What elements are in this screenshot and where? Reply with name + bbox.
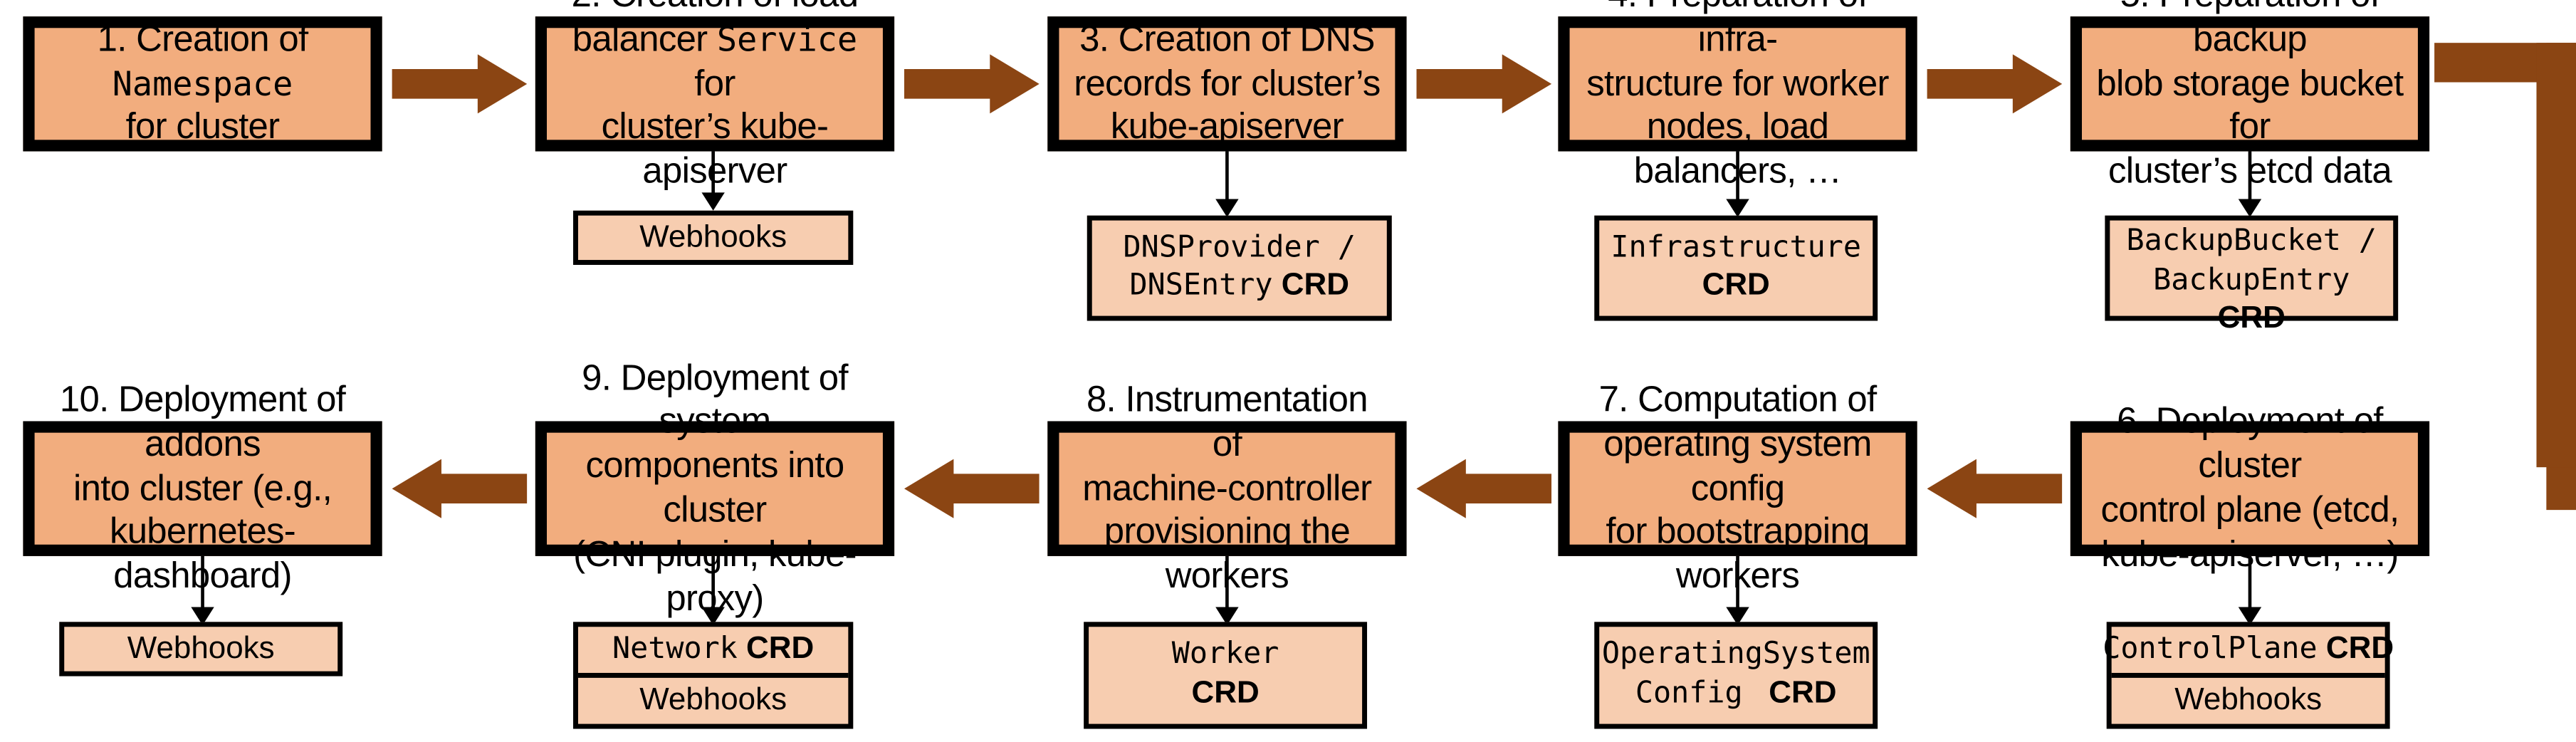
backup-crd-line-1: BackupBucket / — [2126, 224, 2377, 258]
attach-cell-worker-crd: Worker CRD — [1089, 627, 1362, 723]
dns-crd-line-2: DNSEntry — [1129, 268, 1273, 304]
backup-crd-line-2: BackupEntry — [2153, 262, 2350, 298]
step-2-line-2-pre: balancer — [572, 17, 717, 59]
flow-arrow-5-to-6-wrap — [2434, 43, 2576, 511]
step-6-line-2: control plane (etcd, — [2100, 488, 2399, 530]
step-10-line-2: into cluster (e.g., — [73, 466, 333, 508]
flow-arrow-7-to-8 — [1416, 459, 1552, 518]
attach-cell-osc-crd: OperatingSystem Config CRD — [1599, 627, 1873, 723]
flow-arrow-3-to-4 — [1416, 54, 1552, 114]
step-4-line-1: 4. Preparation of infra- — [1608, 0, 1868, 59]
attach-cell-dns-crd: DNSProvider / DNSEntry CRD — [1092, 221, 1387, 316]
flow-arrow-2-to-3 — [904, 54, 1040, 114]
webhooks-label: Webhooks — [639, 220, 787, 256]
step-6-line-1: 6. Deployment of cluster — [2117, 400, 2383, 486]
step-7-line-2: operating system config — [1603, 422, 1872, 508]
step-1-line-3: for cluster — [125, 105, 281, 147]
step-8-line-1: 8. Instrumentation of — [1086, 378, 1368, 464]
step-3-line-3: kube-apiserver — [1110, 105, 1344, 147]
infra-crd-suffix: CRD — [1702, 268, 1770, 304]
attach-box-step2-webhooks[interactable]: Webhooks — [573, 210, 854, 265]
webhooks-label-9: Webhooks — [639, 683, 787, 718]
connector-step8-to-worker-crd — [1225, 555, 1229, 611]
step-2-line-2-post: for — [694, 61, 735, 103]
attach-box-step7-osc-crd[interactable]: OperatingSystem Config CRD — [1594, 622, 1878, 729]
attach-cell-webhooks-9: Webhooks — [577, 672, 849, 724]
infra-crd-line-1: Infrastructure — [1611, 230, 1861, 265]
step-box-9[interactable]: 9. Deployment of system components into … — [535, 356, 895, 618]
step-4-line-2: structure for worker — [1586, 61, 1889, 103]
step-box-5[interactable]: 5. Preparation of backup blob storage bu… — [2070, 0, 2430, 192]
step-box-7[interactable]: 7. Computation of operating system confi… — [1558, 378, 1917, 596]
osc-crd-suffix: CRD — [1769, 676, 1837, 711]
step-box-3[interactable]: 3. Creation of DNS records for cluster’s… — [1047, 16, 1407, 152]
attach-box-step8-worker-crd[interactable]: Worker CRD — [1084, 622, 1368, 729]
attach-cell-webhooks-10: Webhooks — [64, 627, 337, 672]
step-2-line-2-mono: Service — [716, 19, 858, 59]
connector-arrowhead-step5 — [2238, 199, 2262, 217]
dns-crd-suffix: CRD — [1281, 268, 1349, 304]
step-box-4[interactable]: 4. Preparation of infra- structure for w… — [1558, 0, 1917, 192]
connector-step5-to-backup-crd — [2248, 151, 2252, 203]
connector-arrowhead-step2 — [701, 192, 725, 211]
connector-step3-to-dns-crd — [1225, 151, 1229, 203]
connector-step7-to-osc-crd — [1736, 555, 1739, 611]
connector-step9-to-network-crd — [711, 555, 715, 611]
step-5-line-1: 5. Preparation of backup — [2120, 0, 2380, 59]
webhooks-label-6: Webhooks — [2174, 683, 2323, 718]
step-box-2[interactable]: 2. Creation of load balancer Service for… — [535, 0, 895, 192]
connector-arrowhead-step3 — [1215, 199, 1239, 217]
step-2-line-3: cluster’s kube-apiserver — [601, 105, 829, 192]
backup-crd-suffix: CRD — [2217, 301, 2286, 337]
network-crd-suffix: CRD — [746, 632, 815, 667]
step-9-line-2: components into cluster — [585, 444, 844, 530]
network-crd-label: Network — [612, 631, 738, 667]
attach-cell-backup-crd: BackupBucket / BackupEntry CRD — [2110, 221, 2393, 343]
step-box-1[interactable]: 1. Creation of Namespace for cluster — [23, 16, 382, 152]
connector-step6-to-controlplane-crd — [2248, 555, 2252, 611]
flow-arrow-9-to-10 — [392, 459, 528, 518]
step-3-line-2: records for cluster’s — [1074, 61, 1381, 103]
step-8-line-2: machine-controller — [1082, 466, 1372, 508]
attach-box-step5-backup-crd[interactable]: BackupBucket / BackupEntry CRD — [2105, 215, 2399, 336]
connector-step2-to-webhooks — [711, 151, 715, 196]
step-2-line-1: 2. Creation of load — [572, 0, 859, 15]
step-3-line-1: 3. Creation of DNS — [1079, 17, 1375, 59]
flow-arrow-8-to-9 — [904, 459, 1040, 518]
attach-box-step9-network[interactable]: Network CRD Webhooks — [573, 622, 854, 729]
connector-arrowhead-step4 — [1726, 199, 1749, 217]
flow-arrow-1-to-2 — [392, 54, 528, 114]
step-10-line-1: 10. Deployment of addons — [59, 378, 346, 464]
step-box-8[interactable]: 8. Instrumentation of machine-controller… — [1047, 378, 1407, 596]
worker-crd-suffix: CRD — [1191, 676, 1260, 711]
attach-box-step4-infra-crd[interactable]: Infrastructure CRD — [1594, 215, 1878, 321]
worker-crd-label: Worker — [1171, 637, 1279, 672]
step-7-line-1: 7. Computation of — [1598, 378, 1878, 420]
attach-box-step10-webhooks[interactable]: Webhooks — [59, 622, 343, 676]
attach-cell-webhooks: Webhooks — [578, 216, 848, 261]
attach-box-step6-controlplane[interactable]: ControlPlane CRD Webhooks — [2103, 622, 2394, 729]
attach-cell-controlplane-crd: ControlPlane CRD — [2103, 627, 2394, 673]
webhooks-label-10: Webhooks — [127, 632, 275, 667]
step-box-6[interactable]: 6. Deployment of cluster control plane (… — [2070, 400, 2430, 574]
step-1-line-1: 1. Creation of — [97, 17, 309, 59]
attach-cell-infra-crd: Infrastructure CRD — [1599, 221, 1873, 316]
flow-arrow-4-to-5 — [1927, 54, 2063, 114]
step-9-line-1: 9. Deployment of system — [582, 356, 848, 441]
controlplane-crd-label: ControlPlane — [2103, 631, 2318, 667]
attach-cell-webhooks-6: Webhooks — [2111, 672, 2385, 724]
connector-step10-to-webhooks — [201, 555, 204, 611]
attach-box-step3-dns-crd[interactable]: DNSProvider / DNSEntry CRD — [1087, 215, 1392, 321]
step-box-10[interactable]: 10. Deployment of addons into cluster (e… — [23, 378, 382, 596]
step-5-line-2: blob storage bucket for — [2096, 61, 2404, 147]
flow-arrow-6-to-7 — [1927, 459, 2063, 518]
osc-crd-line-1: OperatingSystem — [1601, 637, 1870, 672]
attach-cell-network-crd: Network CRD — [578, 627, 848, 673]
connector-step4-to-infra-crd — [1736, 151, 1739, 203]
dns-crd-line-1: DNSProvider / — [1123, 230, 1356, 265]
controlplane-crd-suffix: CRD — [2325, 632, 2394, 667]
osc-crd-line-2: Config — [1635, 676, 1743, 711]
step-1-line-2: Namespace — [112, 63, 293, 103]
